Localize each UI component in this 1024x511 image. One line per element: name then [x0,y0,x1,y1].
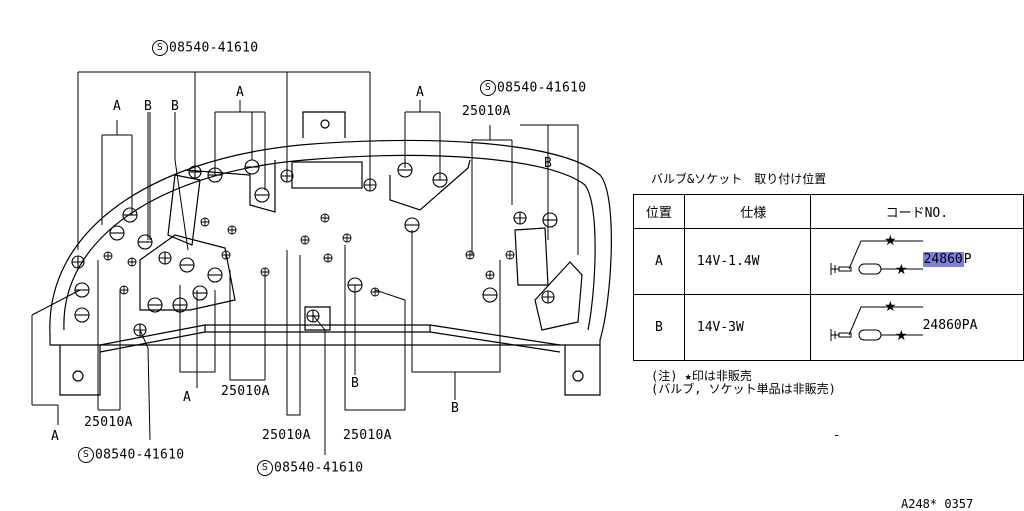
bottom-frame [59,345,601,396]
letter-a-top-center: A [236,85,244,100]
row-a-code-cell: ★ ★ 24860P [809,228,1024,295]
screw-circles [71,165,555,337]
leader-25010A-mid [229,270,266,381]
lower-rail-left [99,324,206,353]
leader-screw-bottom-center [312,314,326,455]
leader-A-top-center [214,100,266,190]
part-number: 08540-41610 [274,460,364,476]
screw-mark-icon: S [152,40,168,56]
leader-25010A-bottom-right [344,245,406,411]
leader-screw-bottom-left [139,329,151,441]
note-line-1: (注) ★印は非販売 [651,369,752,383]
mount-hole-right [572,370,584,382]
letter-a-bottom-left: A [51,429,59,444]
right-bracket [514,227,549,286]
table-title: バルブ&ソケット 取り付け位置 [651,172,827,186]
mount-hole-left [72,370,84,382]
letter-b-top-left: B [144,99,152,114]
lower-rail-right [429,324,561,353]
leader-screw-right [520,124,579,255]
leader-25010A-top [471,125,513,255]
star-mark-icon: ★ [884,233,897,249]
socket-circles [74,159,558,323]
top-right-plate [389,159,471,211]
row-b-position: B [633,294,685,361]
leader-25010A-bottom [286,250,301,416]
part-label-25010a-bottom-right: 25010A [343,428,392,443]
header-code: コードNO. [809,194,1024,229]
dash-mark: - [833,428,841,442]
table-row: A 14V-1.4W ★ ★ 24860P [633,228,1024,295]
part-number: 08540-41610 [95,447,185,463]
left-plate [139,234,236,311]
top-connector-hole [320,119,330,129]
screw-mark-icon: S [480,80,496,96]
part-label-25010a-mid: 25010A [221,384,270,399]
center-bottom-connector [304,306,331,331]
leader-25010A-left [97,260,121,411]
letter-a-top-right: A [416,85,424,100]
header-position: 位置 [633,194,685,229]
leader-B-bottom-right [411,230,501,373]
part-label-25010a-top: 25010A [462,104,511,119]
right-lower-bracket [534,261,583,331]
code-suffix: P [963,252,972,267]
top-connector [302,111,346,138]
leader-A-bottom-mid [179,285,216,388]
lower-rail [204,324,431,333]
row-b-spec: 14V-3W [683,294,811,361]
leader-B-left [147,112,151,240]
header-spec: 仕様 [683,194,811,229]
letter-b-bottom-right: B [451,401,459,416]
part-number: 08540-41610 [169,40,259,56]
letter-b-bottom-center: B [351,376,359,391]
letter-a-top-left: A [113,99,121,114]
table-header-row: 位置 仕様 コードNO. [633,194,1024,229]
letter-b-right: B [544,156,552,171]
part-label-25010a-bottom: 25010A [262,428,311,443]
top-left-plate [184,160,276,213]
leader-A-top-left [101,120,133,225]
star-mark-icon: ★ [895,328,908,344]
screw-mark-icon: S [257,460,273,476]
bulb-socket-icon: ★ ★ [830,233,923,278]
cluster-housing-outline [49,139,612,346]
note-line-2: (バルブ, ソケット単品は非販売) [651,382,836,396]
part-label-25010a-left: 25010A [84,415,133,430]
row-a-position: A [633,228,685,295]
leader-left-screw [31,289,81,406]
leader-B-left2 [174,112,189,251]
bulb-socket-table: 位置 仕様 コードNO. A 14V-1.4W ★ ★ 24860P B 14V… [633,194,1024,361]
small-bulb-circles [103,213,515,297]
leader-A-top-right [404,100,441,180]
row-b-code-cell: ★ ★ 24860PA [809,294,1024,361]
screw-mark-icon: S [78,447,94,463]
part-number: 08540-41610 [497,80,587,96]
letter-b-top-left2: B [171,99,179,114]
reference-code: A248* 0357 [901,497,974,511]
center-socket-rect [291,161,363,189]
leader-top-screw [77,71,371,250]
star-mark-icon: ★ [895,262,908,278]
row-a-spec: 14V-1.4W [683,228,811,295]
row-a-code: 24860P [922,252,972,267]
star-mark-icon: ★ [884,299,897,315]
row-b-code: 24860PA [922,318,978,333]
table-row: B 14V-3W ★ ★ 24860PA [633,294,1024,361]
code-highlight: 24860 [922,252,964,267]
letter-a-bottom-mid: A [183,390,191,405]
left-bracket [167,174,201,246]
bulb-socket-icon: ★ ★ [830,299,923,344]
